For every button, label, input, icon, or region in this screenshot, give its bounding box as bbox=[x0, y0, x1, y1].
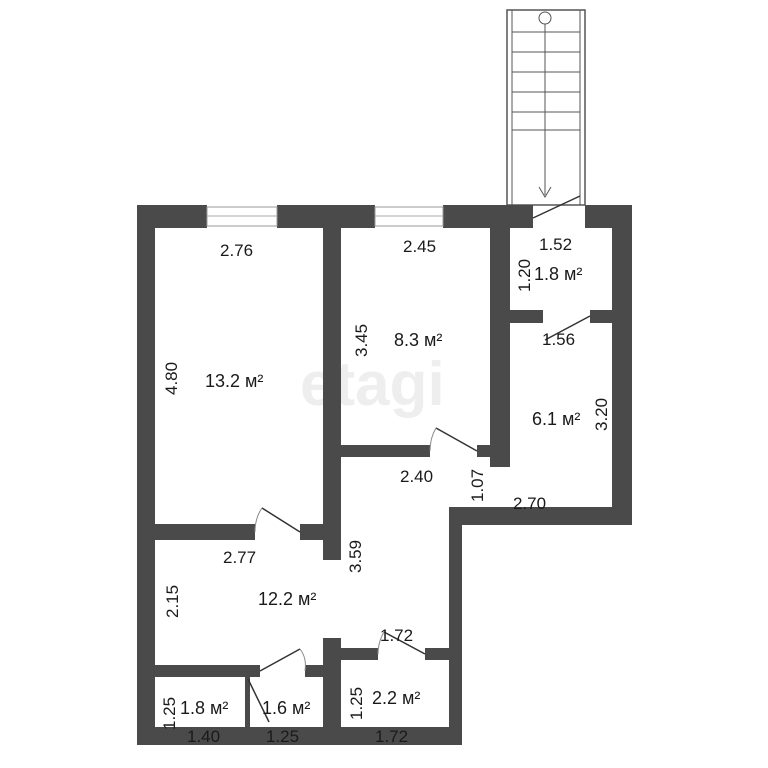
dim-label: 3.20 bbox=[592, 398, 611, 431]
dim-label: 2.45 bbox=[403, 237, 436, 256]
room-area: 1.8 м² bbox=[180, 698, 228, 718]
dim-label: 1.40 bbox=[187, 727, 220, 746]
dim-label: 1.20 bbox=[515, 259, 534, 292]
dim-label: 4.80 bbox=[162, 362, 181, 395]
dim-label: 1.56 bbox=[542, 330, 575, 349]
dim-label: 1.25 bbox=[160, 697, 179, 730]
staircase bbox=[506, 9, 586, 206]
room-area: 1.8 м² bbox=[534, 264, 582, 284]
room-area: 2.2 м² bbox=[372, 688, 420, 708]
dim-label: 2.70 bbox=[513, 494, 546, 513]
doors bbox=[247, 195, 591, 723]
dim-label: 1.72 bbox=[375, 727, 408, 746]
dim-label: 3.45 bbox=[352, 324, 371, 357]
dim-label: 1.52 bbox=[539, 235, 572, 254]
dim-label: 2.76 bbox=[220, 241, 253, 260]
room-area: 13.2 м² bbox=[205, 371, 263, 391]
room-area: 12.2 м² bbox=[258, 589, 316, 609]
dim-label: 3.59 bbox=[346, 540, 365, 573]
dim-label: 1.07 bbox=[468, 469, 487, 502]
room-area: 6.1 м² bbox=[532, 409, 580, 429]
room-area: 1.6 м² bbox=[262, 698, 310, 718]
dim-label: 1.25 bbox=[347, 687, 366, 720]
dim-label: 2.77 bbox=[223, 548, 256, 567]
watermark: etagi bbox=[300, 350, 445, 419]
walls bbox=[137, 205, 632, 745]
dim-label: 1.25 bbox=[266, 727, 299, 746]
dim-label: 1.72 bbox=[380, 626, 413, 645]
dim-label: 2.40 bbox=[400, 467, 433, 486]
room-area: 8.3 м² bbox=[394, 330, 442, 350]
dim-label: 2.15 bbox=[163, 585, 182, 618]
